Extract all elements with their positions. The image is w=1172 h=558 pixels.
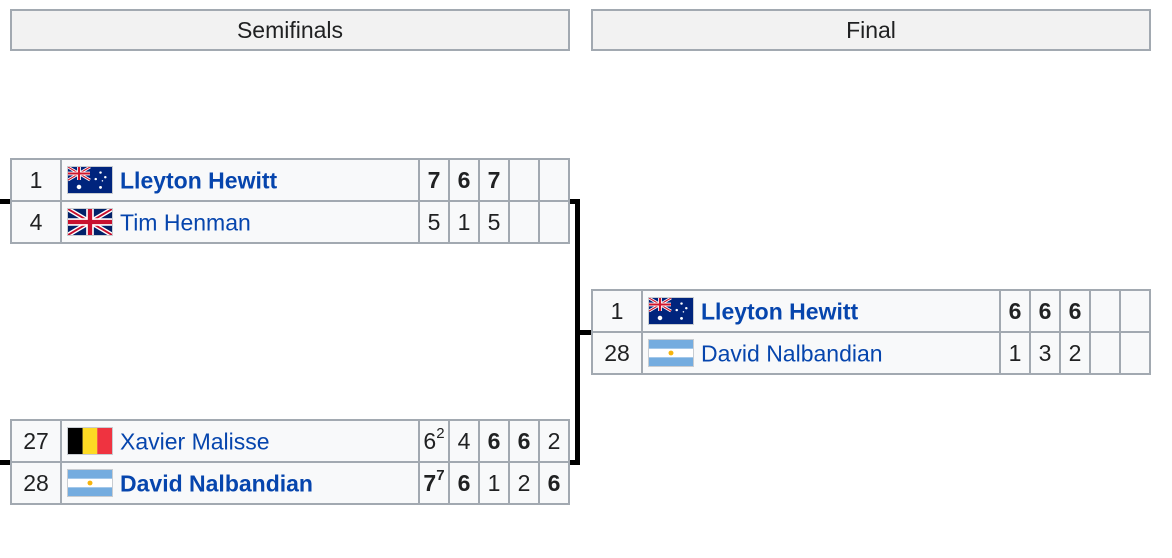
set-score-cell — [508, 158, 540, 202]
set-score-cell: 6 — [508, 419, 540, 463]
player-cell: David Nalbandian — [60, 461, 420, 505]
bracket-line-sf1-out — [570, 199, 579, 204]
australia-flag-icon — [67, 166, 113, 195]
player-link[interactable]: Xavier Malisse — [120, 427, 270, 454]
set-score-cell: 2 — [508, 461, 540, 505]
set-score: 4 — [457, 427, 471, 454]
set-score: 6 — [547, 469, 561, 496]
set-score-cell: 4 — [448, 419, 480, 463]
tiebreak-score: 7 — [436, 466, 445, 484]
player-cell: Xavier Malisse — [60, 419, 420, 463]
set-score-cell — [1089, 289, 1121, 333]
set-score-cell: 1 — [448, 200, 480, 244]
set-score: 2 — [517, 469, 531, 496]
set-score-cell — [1119, 289, 1151, 333]
player-link[interactable]: Lleyton Hewitt — [701, 297, 859, 324]
player-cell: Lleyton Hewitt — [60, 158, 420, 202]
set-score-cell: 6 — [1059, 289, 1091, 333]
tiebreak-score: 2 — [436, 424, 445, 442]
set-score: 2 — [1068, 339, 1082, 366]
player-link[interactable]: David Nalbandian — [701, 339, 883, 366]
united-kingdom-flag-icon — [67, 208, 113, 237]
set-score: 2 — [547, 427, 561, 454]
set-score-cell — [1119, 331, 1151, 375]
player-link[interactable]: Tim Henman — [120, 208, 251, 235]
bracket-line-to-final — [575, 330, 591, 335]
player-link[interactable]: Lleyton Hewitt — [120, 166, 278, 193]
set-score: 1 — [1008, 339, 1022, 366]
player-link[interactable]: David Nalbandian — [120, 469, 313, 496]
set-score: 6 — [1008, 297, 1022, 324]
set-score-cell: 7 — [478, 158, 510, 202]
set-score-cell: 5 — [418, 200, 450, 244]
semifinals-header: Semifinals — [10, 9, 570, 51]
set-score: 6 — [423, 427, 437, 454]
set-score-cell — [1089, 331, 1121, 375]
seed-cell: 28 — [591, 331, 643, 375]
seed-cell: 4 — [10, 200, 62, 244]
set-score-cell: 6 — [448, 461, 480, 505]
bracket-line-sf2-out — [570, 460, 579, 465]
bracket-line-sf1-stub — [0, 199, 10, 204]
set-score-cell — [538, 158, 570, 202]
set-score-cell: 77 — [418, 461, 450, 505]
bracket-line-sf2-stub — [0, 460, 10, 465]
set-score-cell: 1 — [999, 331, 1031, 375]
set-score-cell: 1 — [478, 461, 510, 505]
seed-cell: 1 — [10, 158, 62, 202]
set-score: 5 — [427, 208, 441, 235]
seed-cell: 1 — [591, 289, 643, 333]
set-score-cell: 7 — [418, 158, 450, 202]
player-cell: Tim Henman — [60, 200, 420, 244]
set-score: 6 — [1068, 297, 1082, 324]
set-score-cell — [508, 200, 540, 244]
set-score: 6 — [517, 427, 531, 454]
set-score: 6 — [457, 469, 471, 496]
set-score: 7 — [487, 166, 501, 193]
set-score-cell: 3 — [1029, 331, 1061, 375]
set-score-cell: 62 — [418, 419, 450, 463]
set-score: 3 — [1038, 339, 1052, 366]
set-score-cell — [538, 200, 570, 244]
set-score-cell: 2 — [538, 419, 570, 463]
set-score-cell: 2 — [1059, 331, 1091, 375]
set-score: 5 — [487, 208, 501, 235]
set-score: 1 — [487, 469, 501, 496]
seed-cell: 27 — [10, 419, 62, 463]
set-score-cell: 6 — [448, 158, 480, 202]
argentina-flag-icon — [648, 339, 694, 368]
set-score: 7 — [423, 469, 437, 496]
australia-flag-icon — [648, 297, 694, 326]
set-score-cell: 6 — [999, 289, 1031, 333]
set-score: 7 — [427, 166, 441, 193]
set-score: 6 — [457, 166, 471, 193]
belgium-flag-icon — [67, 427, 113, 456]
set-score-cell: 6 — [478, 419, 510, 463]
set-score-cell: 6 — [538, 461, 570, 505]
set-score: 6 — [1038, 297, 1052, 324]
set-score: 1 — [457, 208, 471, 235]
player-cell: David Nalbandian — [641, 331, 1001, 375]
final-header: Final — [591, 9, 1151, 51]
set-score-cell: 5 — [478, 200, 510, 244]
seed-cell: 28 — [10, 461, 62, 505]
set-score-cell: 6 — [1029, 289, 1061, 333]
set-score: 6 — [487, 427, 501, 454]
player-cell: Lleyton Hewitt — [641, 289, 1001, 333]
argentina-flag-icon — [67, 469, 113, 498]
